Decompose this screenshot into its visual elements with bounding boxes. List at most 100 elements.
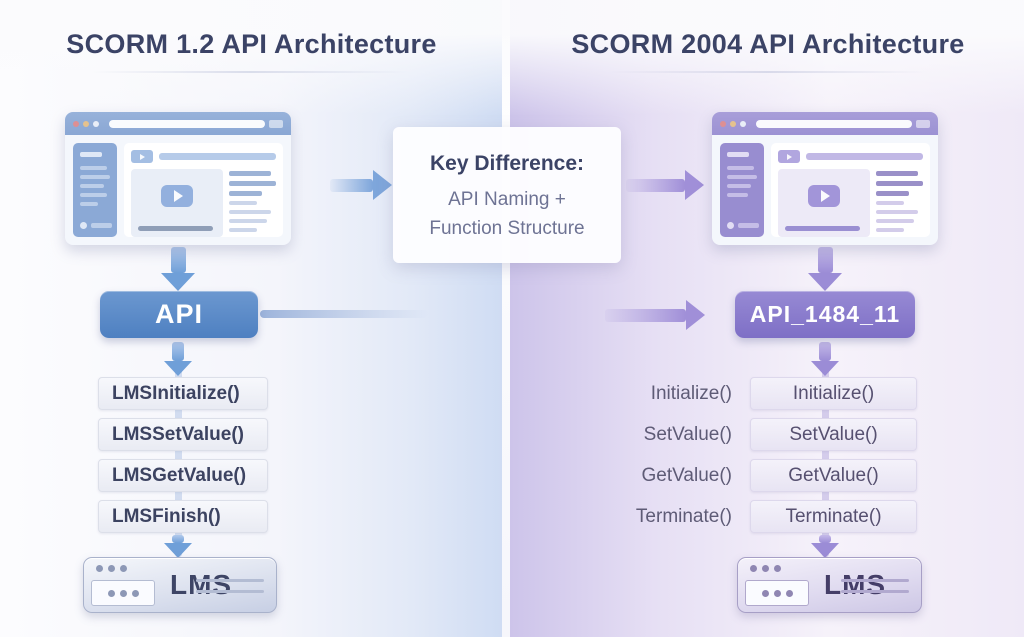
content-row — [131, 169, 276, 237]
skeleton-line — [876, 201, 905, 205]
arrow-down-icon — [164, 535, 192, 558]
video-progress-bar — [785, 226, 860, 231]
skeleton-line — [229, 210, 272, 214]
video-player-mockup — [131, 169, 223, 237]
scorm2004-course-window — [712, 112, 938, 245]
center-divider — [502, 0, 510, 637]
course-sidebar-mockup — [720, 143, 764, 237]
key-difference-callout: Key Difference: API Naming + Function St… — [393, 127, 621, 263]
server-dots-icon — [96, 565, 127, 572]
play-chip-icon — [778, 150, 800, 163]
function-node: LMSGetValue() — [98, 459, 268, 492]
skeleton-line — [727, 175, 757, 179]
arrow-down-icon — [811, 342, 839, 376]
key-difference-line1: API Naming + — [448, 189, 566, 210]
course-content-mockup — [771, 143, 930, 237]
arrow-down-icon — [161, 247, 195, 291]
window-dot-yellow-icon — [83, 120, 89, 127]
function-node: Terminate() — [750, 500, 917, 533]
api-connector-line — [260, 310, 428, 318]
url-bar — [756, 119, 912, 128]
key-difference-line2: Function Structure — [429, 218, 585, 239]
play-button-icon — [161, 185, 193, 208]
skeleton-line — [727, 184, 751, 188]
skeleton-line — [727, 193, 748, 197]
arrow-down-icon — [164, 342, 192, 376]
skeleton-line — [876, 171, 919, 176]
window-dot-red-icon — [720, 120, 726, 127]
browser-body — [712, 135, 938, 245]
skeleton-line — [80, 166, 107, 170]
function-label: GetValue() — [641, 465, 732, 486]
function-stack-connector — [175, 345, 182, 557]
function-node: LMSFinish() — [98, 500, 268, 533]
content-header — [131, 150, 276, 163]
arrow-down-icon — [811, 535, 839, 558]
function-label: Terminate() — [635, 506, 732, 527]
top-fade-overlay — [0, 0, 1024, 115]
browser-titlebar — [65, 112, 291, 135]
server-lines — [841, 579, 909, 601]
skeleton-line — [229, 219, 267, 223]
skeleton-line — [876, 181, 923, 186]
arrow-right-icon — [605, 300, 705, 330]
function-label: SetValue() — [643, 424, 732, 445]
skeleton-line — [229, 181, 276, 186]
skeleton-line — [876, 210, 919, 214]
scorm12-api-node: API — [100, 291, 258, 338]
scorm2004-lms-node: LMS — [737, 557, 922, 613]
skeleton-line — [727, 152, 749, 157]
skeleton-line — [80, 193, 107, 197]
server-drive-icon — [745, 580, 809, 606]
skeleton-line — [80, 184, 104, 188]
right-title-underline — [608, 71, 928, 73]
url-bar — [109, 119, 265, 128]
server-dots-icon — [750, 565, 781, 572]
menu-chip — [269, 119, 283, 128]
window-dot-white-icon — [93, 120, 99, 127]
server-drive-icon — [91, 580, 155, 606]
scorm2004-api-node: API_1484_11 — [735, 291, 915, 338]
function-stack-connector — [822, 345, 829, 557]
right-title: SCORM 2004 API Architecture — [571, 29, 965, 59]
video-player-mockup — [778, 169, 870, 237]
lms-label: LMS — [170, 569, 233, 600]
arrow-right-icon — [626, 170, 704, 200]
key-difference-heading: Key Difference: — [429, 152, 585, 175]
header-bar — [159, 153, 276, 160]
play-chip-icon — [131, 150, 153, 163]
avatar-dot-icon — [727, 222, 734, 229]
skeleton-line — [80, 202, 98, 206]
content-header — [778, 150, 923, 163]
scorm12-lms-node: LMS — [83, 557, 277, 613]
skeleton-line — [727, 166, 754, 170]
skeleton-line — [80, 152, 102, 157]
skeleton-line — [876, 228, 905, 232]
video-progress-bar — [138, 226, 213, 231]
server-lines — [196, 579, 264, 601]
content-row — [778, 169, 923, 237]
sidebar-footer — [80, 222, 112, 229]
function-node: LMSSetValue() — [98, 418, 268, 451]
left-title: SCORM 1.2 API Architecture — [66, 29, 437, 59]
course-sidebar-mockup — [73, 143, 117, 237]
sidebar-footer — [727, 222, 759, 229]
function-node: SetValue() — [750, 418, 917, 451]
function-node: Initialize() — [750, 377, 917, 410]
window-dot-yellow-icon — [730, 120, 736, 127]
skeleton-line — [229, 191, 262, 196]
play-button-icon — [808, 185, 840, 208]
left-title-underline — [90, 71, 410, 73]
skeleton-line — [876, 191, 909, 196]
skeleton-line — [876, 219, 914, 223]
lesson-text-column — [229, 169, 276, 237]
browser-body — [65, 135, 291, 245]
browser-titlebar — [712, 112, 938, 135]
course-content-mockup — [124, 143, 283, 237]
scorm12-course-window — [65, 112, 291, 245]
function-node: LMSInitialize() — [98, 377, 268, 410]
window-dot-white-icon — [740, 120, 746, 127]
arrow-down-icon — [808, 247, 842, 291]
menu-chip — [916, 119, 930, 128]
